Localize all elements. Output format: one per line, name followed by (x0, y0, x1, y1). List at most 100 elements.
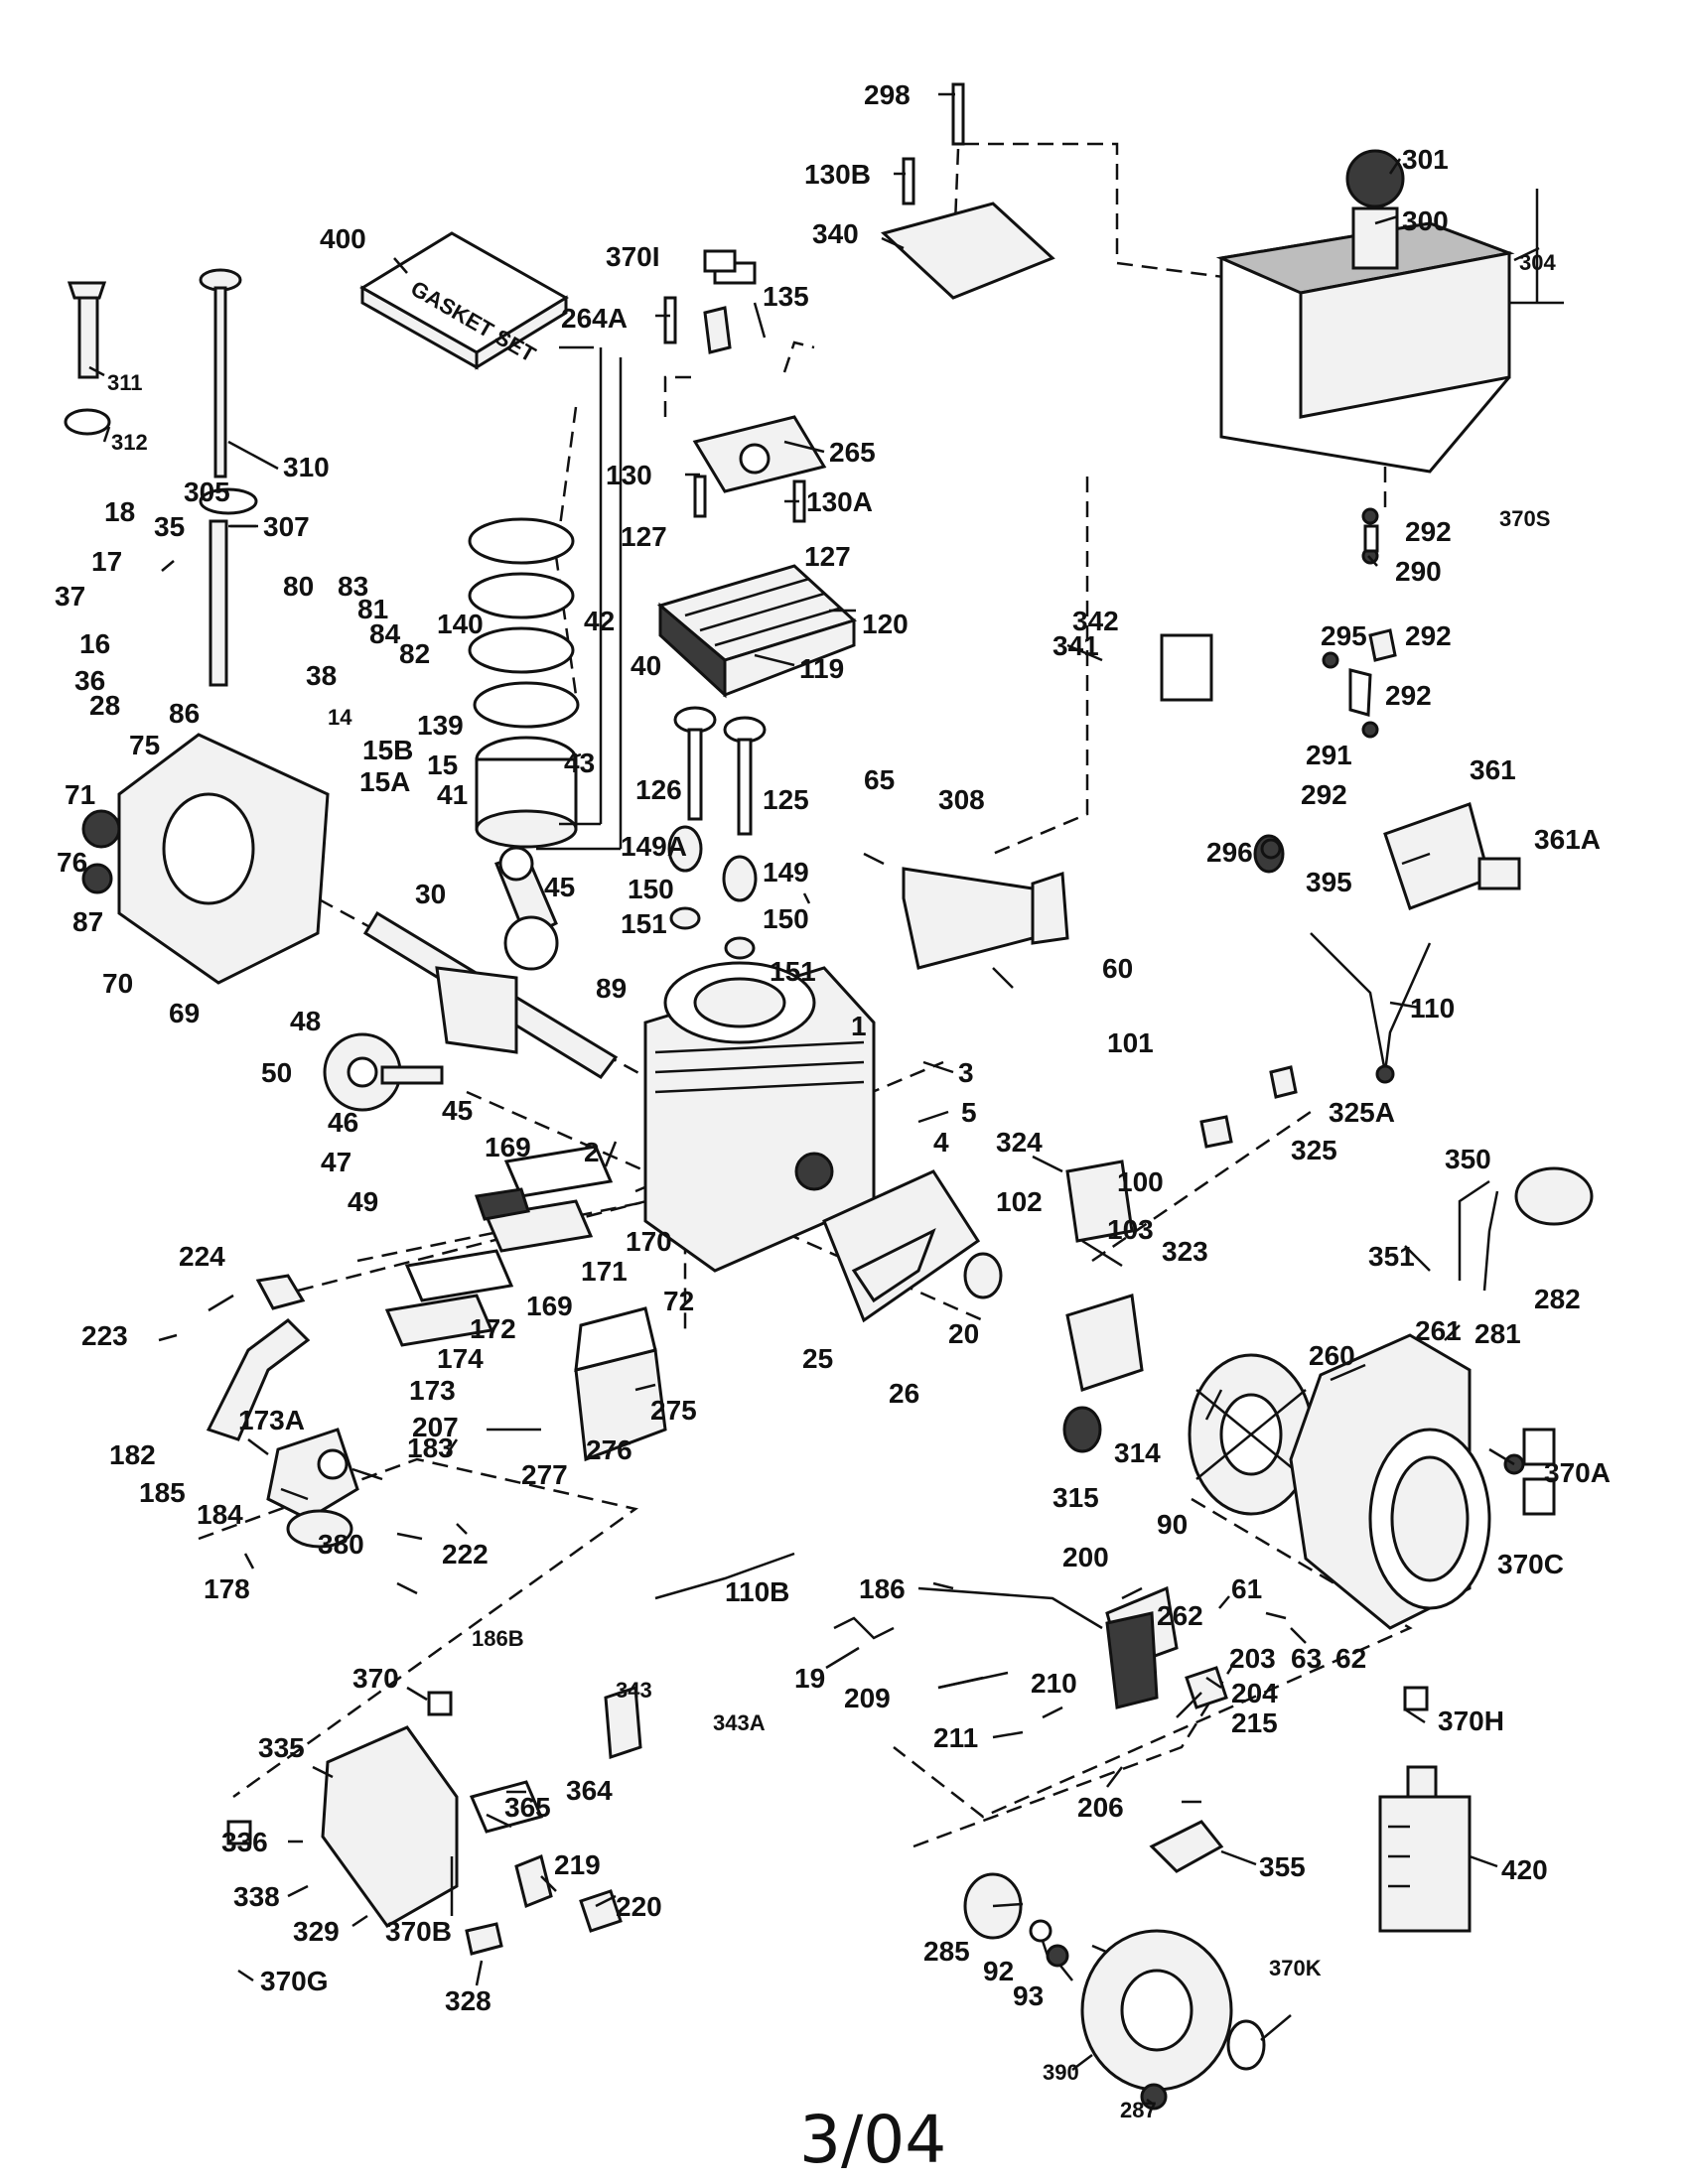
piston-rings (468, 517, 580, 729)
callout-215: 215 (1231, 1707, 1278, 1738)
callout-86: 86 (169, 698, 200, 729)
piston (475, 736, 578, 849)
callout-26: 26 (889, 1378, 919, 1409)
callout-42: 42 (584, 606, 615, 636)
valves (667, 706, 767, 960)
wiring-harness (1310, 932, 1432, 1084)
callout-308: 308 (938, 784, 985, 815)
callout-15A: 15A (359, 766, 410, 797)
callout-46: 46 (328, 1107, 358, 1138)
callout-285: 285 (923, 1936, 970, 1967)
control-panel (321, 1725, 623, 1956)
callout-277: 277 (521, 1459, 568, 1490)
callout-130A: 130A (806, 486, 873, 517)
callout-14: 14 (328, 705, 352, 730)
cylinder-head-gasket (692, 415, 827, 493)
callout-329: 329 (293, 1916, 340, 1947)
callout-364: 364 (566, 1775, 613, 1806)
callout-310: 310 (283, 452, 330, 482)
callout-101: 101 (1107, 1027, 1154, 1058)
callout-149: 149 (763, 857, 809, 887)
callout-125: 125 (763, 784, 809, 815)
callout-211: 211 (933, 1722, 978, 1753)
callout-103: 103 (1107, 1214, 1154, 1245)
callout-76: 76 (57, 847, 87, 878)
callout-173A: 173A (238, 1405, 305, 1435)
callout-178: 178 (204, 1573, 250, 1604)
callout-47: 47 (321, 1147, 351, 1177)
callout-15: 15 (427, 750, 458, 780)
callout-301: 301 (1402, 144, 1449, 175)
leader-lines (88, 92, 1540, 2107)
callout-183: 183 (407, 1433, 454, 1463)
callout-338: 338 (233, 1881, 280, 1912)
callout-370: 370 (352, 1663, 399, 1694)
callout-127a: 127 (621, 521, 667, 552)
callout-19: 19 (794, 1663, 825, 1694)
callout-185: 185 (139, 1477, 186, 1508)
callout-186: 186 (859, 1573, 906, 1604)
callout-labels: 298 130B 340 370I 135 264A 400 301 300 3… (55, 79, 1611, 2122)
callout-48: 48 (290, 1006, 321, 1036)
callout-365: 365 (504, 1792, 551, 1823)
callout-130B: 130B (804, 159, 871, 190)
callout-340: 340 (812, 218, 859, 249)
callout-336: 336 (221, 1827, 268, 1857)
callout-370H: 370H (1438, 1706, 1504, 1736)
callout-292d: 292 (1301, 779, 1347, 810)
callout-120: 120 (862, 609, 909, 639)
callout-204: 204 (1231, 1678, 1278, 1708)
gasket-set-box: GASKET SET (359, 231, 569, 370)
callout-84: 84 (369, 618, 401, 649)
callout-420: 420 (1501, 1854, 1548, 1885)
crankshaft (362, 910, 619, 1079)
oil-fill-tube (199, 268, 258, 687)
callout-206: 206 (1077, 1792, 1124, 1823)
callout-140: 140 (437, 609, 484, 639)
callout-325: 325 (1291, 1135, 1337, 1165)
callout-93: 93 (1013, 1980, 1044, 2011)
callout-351: 351 (1368, 1241, 1415, 1272)
callout-292b: 292 (1405, 620, 1452, 651)
callout-45a: 45 (544, 872, 575, 902)
callout-36: 36 (74, 665, 105, 696)
callout-127b: 127 (804, 541, 851, 572)
callout-50: 50 (261, 1057, 292, 1088)
callout-151a: 151 (621, 908, 667, 939)
callout-370K: 370K (1269, 1956, 1322, 1980)
callout-370G: 370G (260, 1966, 329, 1996)
callout-300: 300 (1402, 205, 1449, 236)
callout-20: 20 (948, 1318, 979, 1349)
cam-gear (323, 1032, 444, 1112)
callout-290: 290 (1395, 556, 1442, 587)
governor-spring (833, 1616, 895, 1640)
callout-17: 17 (91, 546, 122, 577)
callout-296: 296 (1206, 837, 1253, 868)
callout-38: 38 (306, 660, 337, 691)
callout-89: 89 (596, 973, 627, 1004)
callout-60: 60 (1102, 953, 1133, 984)
callout-1: 1 (851, 1011, 867, 1041)
primer-bulb (1482, 1166, 1594, 1292)
callout-298: 298 (864, 79, 911, 110)
callout-172: 172 (470, 1313, 516, 1344)
callout-203: 203 (1229, 1643, 1276, 1674)
callout-292c: 292 (1385, 680, 1432, 711)
callout-135: 135 (763, 281, 809, 312)
callout-5: 5 (961, 1097, 977, 1128)
callout-110B: 110B (725, 1576, 789, 1607)
callout-370B: 370B (385, 1916, 452, 1947)
callout-149A: 149A (621, 831, 687, 862)
callout-80: 80 (283, 571, 314, 602)
callout-295: 295 (1321, 620, 1367, 651)
cylinder-baffle (822, 1169, 981, 1323)
callout-130: 130 (606, 460, 652, 490)
callout-305: 305 (184, 477, 230, 507)
control-bracket (1105, 1585, 1228, 1709)
callout-171: 171 (581, 1256, 628, 1287)
air-shroud (902, 867, 1069, 970)
breather-assembly (384, 1145, 614, 1347)
callout-150b: 150 (763, 903, 809, 934)
callout-75: 75 (129, 730, 160, 760)
callout-30: 30 (415, 879, 446, 909)
